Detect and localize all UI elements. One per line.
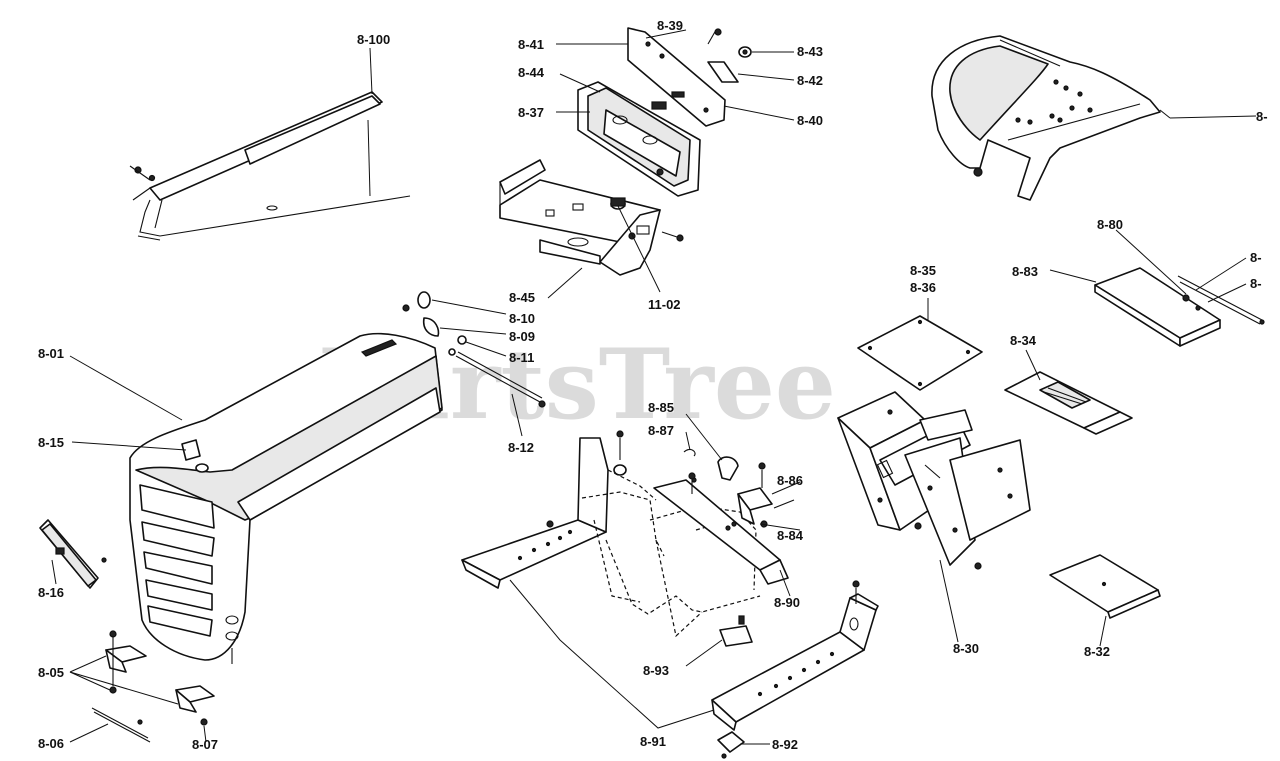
part-8-45-tray[interactable] <box>499 159 661 276</box>
label-11-02[interactable]: 11-02 <box>648 297 681 312</box>
part-8-41-plate[interactable] <box>627 27 726 127</box>
part-8-100-bracket[interactable] <box>129 91 411 241</box>
label-8-86[interactable]: 8-86 <box>777 473 803 488</box>
label-8-32[interactable]: 8-32 <box>1084 644 1110 659</box>
part-8-06-pin[interactable] <box>91 707 151 743</box>
label-8-91[interactable]: 8-91 <box>640 734 666 749</box>
label-8-09[interactable]: 8-09 <box>509 329 535 344</box>
label-8-42[interactable]: 8-42 <box>797 73 823 88</box>
part-8-07-nut[interactable] <box>200 718 208 726</box>
label-8-40[interactable]: 8-40 <box>797 113 823 128</box>
label-8-01[interactable]: 8-01 <box>38 346 64 361</box>
part-8-39-screw[interactable] <box>707 28 722 45</box>
label-8-39[interactable]: 8-39 <box>657 18 683 33</box>
label-8-16[interactable]: 8-16 <box>38 585 64 600</box>
label-8-92[interactable]: 8-92 <box>772 737 798 752</box>
label-8-06[interactable]: 8-06 <box>38 736 64 751</box>
part-8-32-plate[interactable] <box>1049 554 1161 619</box>
label-8-93[interactable]: 8-93 <box>643 663 669 678</box>
part-8-12-rod[interactable] <box>455 351 546 408</box>
label-8-15[interactable]: 8-15 <box>38 435 64 450</box>
label-8-30[interactable]: 8-30 <box>953 641 979 656</box>
label-8-11[interactable]: 8-11 <box>509 350 534 365</box>
label-8-12[interactable]: 8-12 <box>508 440 534 455</box>
part-hood-upper[interactable] <box>931 35 1161 201</box>
part-8-90-rail[interactable] <box>653 477 789 585</box>
label-8-10[interactable]: 8-10 <box>509 311 535 326</box>
part-8-01-hood-shell[interactable] <box>129 332 443 664</box>
label-8-85[interactable]: 8-85 <box>648 400 674 415</box>
part-8-80-rod[interactable] <box>1177 275 1265 325</box>
label-right-1[interactable]: 8- <box>1250 250 1262 265</box>
part-8-15-latch[interactable] <box>181 439 209 473</box>
label-8-83[interactable]: 8-83 <box>1012 264 1038 279</box>
part-8-37-housing[interactable] <box>577 81 701 197</box>
part-8-87-spring[interactable] <box>683 448 696 457</box>
part-8-34-panel[interactable] <box>1004 371 1133 435</box>
label-8-84[interactable]: 8-84 <box>777 528 804 543</box>
label-8-87[interactable]: 8-87 <box>648 423 674 438</box>
part-8-43-nut[interactable] <box>738 46 752 58</box>
part-8-83-tray[interactable] <box>1094 267 1221 347</box>
label-8-36[interactable]: 8-36 <box>910 280 936 295</box>
part-8-42-clip[interactable] <box>707 61 739 83</box>
part-8-93-clip[interactable] <box>719 615 753 647</box>
part-8-35-plate[interactable] <box>857 315 983 391</box>
label-8-90[interactable]: 8-90 <box>774 595 800 610</box>
label-8-05[interactable]: 8-05 <box>38 665 64 680</box>
part-8-09-washer[interactable] <box>422 317 440 337</box>
part-8-11-bushing[interactable] <box>448 335 467 356</box>
part-8-16-grille[interactable] <box>39 519 107 589</box>
label-right-2[interactable]: 8- <box>1250 276 1262 291</box>
label-8-07[interactable]: 8-07 <box>192 737 218 752</box>
label-8-41[interactable]: 8-41 <box>518 37 544 52</box>
label-8-43[interactable]: 8-43 <box>797 44 823 59</box>
part-8-86-bracket[interactable] <box>737 462 795 528</box>
label-8-37[interactable]: 8-37 <box>518 105 544 120</box>
part-8-91-frame-right[interactable] <box>711 580 879 731</box>
part-8-05-brackets[interactable] <box>105 630 215 713</box>
part-8-10-knob[interactable] <box>402 291 431 312</box>
bolt-right-tray <box>661 231 684 242</box>
label-8-80[interactable]: 8-80 <box>1097 217 1123 232</box>
part-8-92-bracket[interactable] <box>717 731 745 759</box>
label-8-45[interactable]: 8-45 <box>509 290 535 305</box>
label-8-44[interactable]: 8-44 <box>518 65 545 80</box>
leader-lines <box>51 29 1257 745</box>
part-8-30-frame[interactable] <box>837 391 1031 570</box>
part-11-02-spacer[interactable] <box>610 197 626 210</box>
label-hood-right[interactable]: 8- <box>1256 109 1268 124</box>
label-8-100[interactable]: 8-100 <box>357 32 390 47</box>
part-8-91-frame-left[interactable] <box>461 437 609 589</box>
part-labels: 8-100 8-39 8-41 8-43 8-44 8-42 8-37 8-40… <box>38 18 1268 752</box>
label-8-35[interactable]: 8-35 <box>910 263 936 278</box>
bolt-left-top <box>613 430 627 476</box>
part-8-85-lever[interactable] <box>717 456 739 481</box>
label-8-34[interactable]: 8-34 <box>1010 333 1037 348</box>
